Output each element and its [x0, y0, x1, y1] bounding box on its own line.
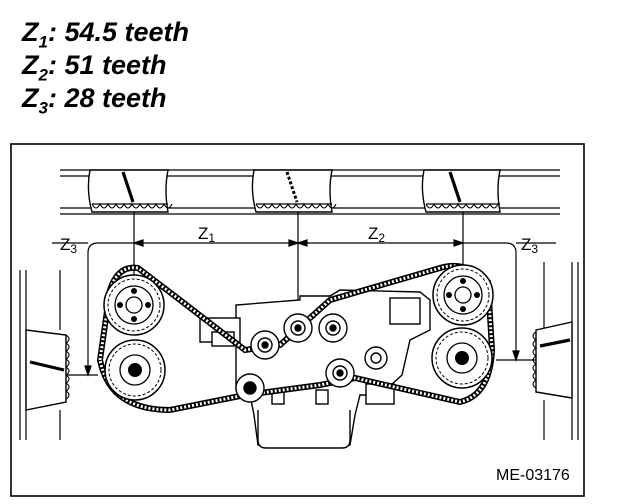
legend-z3-subscript: 3 — [38, 98, 48, 118]
left-cam-sprocket — [103, 274, 165, 336]
mark-leader-lines — [133, 212, 464, 300]
legend-z1: Z1: 54.5 teeth — [22, 16, 190, 52]
side-belt-left — [19, 270, 98, 440]
legend-z2-subscript: 2 — [38, 65, 48, 85]
right-cam-sprocket — [432, 264, 494, 326]
belt-segment-center — [251, 169, 337, 213]
z1-dimension-label: Z1 — [198, 224, 215, 245]
legend-z3-text: : 28 teeth — [47, 83, 167, 113]
legend-z2: Z2: 51 teeth — [22, 49, 189, 85]
timing-belt — [96, 262, 496, 414]
z3-left-dimension-label: Z3 — [60, 235, 77, 256]
idler-pulleys — [235, 313, 388, 403]
belt-segment-left — [87, 169, 173, 213]
legend-z2-symbol: Z — [22, 50, 39, 80]
legend-z2-text: : 51 teeth — [47, 50, 167, 80]
z3-right-dimension-label: Z3 — [521, 235, 538, 256]
dimension-lines — [52, 239, 556, 377]
diagram-frame — [10, 143, 585, 497]
legend-z1-symbol: Z — [22, 17, 39, 47]
left-lower-sprocket — [104, 339, 166, 401]
z2-dimension-label: Z2 — [368, 224, 385, 245]
legend-z1-subscript: 1 — [38, 32, 48, 52]
belt-segment-right — [421, 169, 501, 213]
figure-code: ME-03176 — [496, 467, 570, 484]
right-lower-sprocket — [431, 327, 493, 389]
teeth-legend: Z1: 54.5 teeth Z2: 51 teeth Z3: 28 teeth — [22, 16, 190, 118]
legend-z3: Z3: 28 teeth — [22, 82, 189, 118]
legend-z1-text: : 54.5 teeth — [47, 17, 190, 47]
legend-z3-symbol: Z — [22, 83, 39, 113]
side-belt-right — [496, 262, 579, 440]
